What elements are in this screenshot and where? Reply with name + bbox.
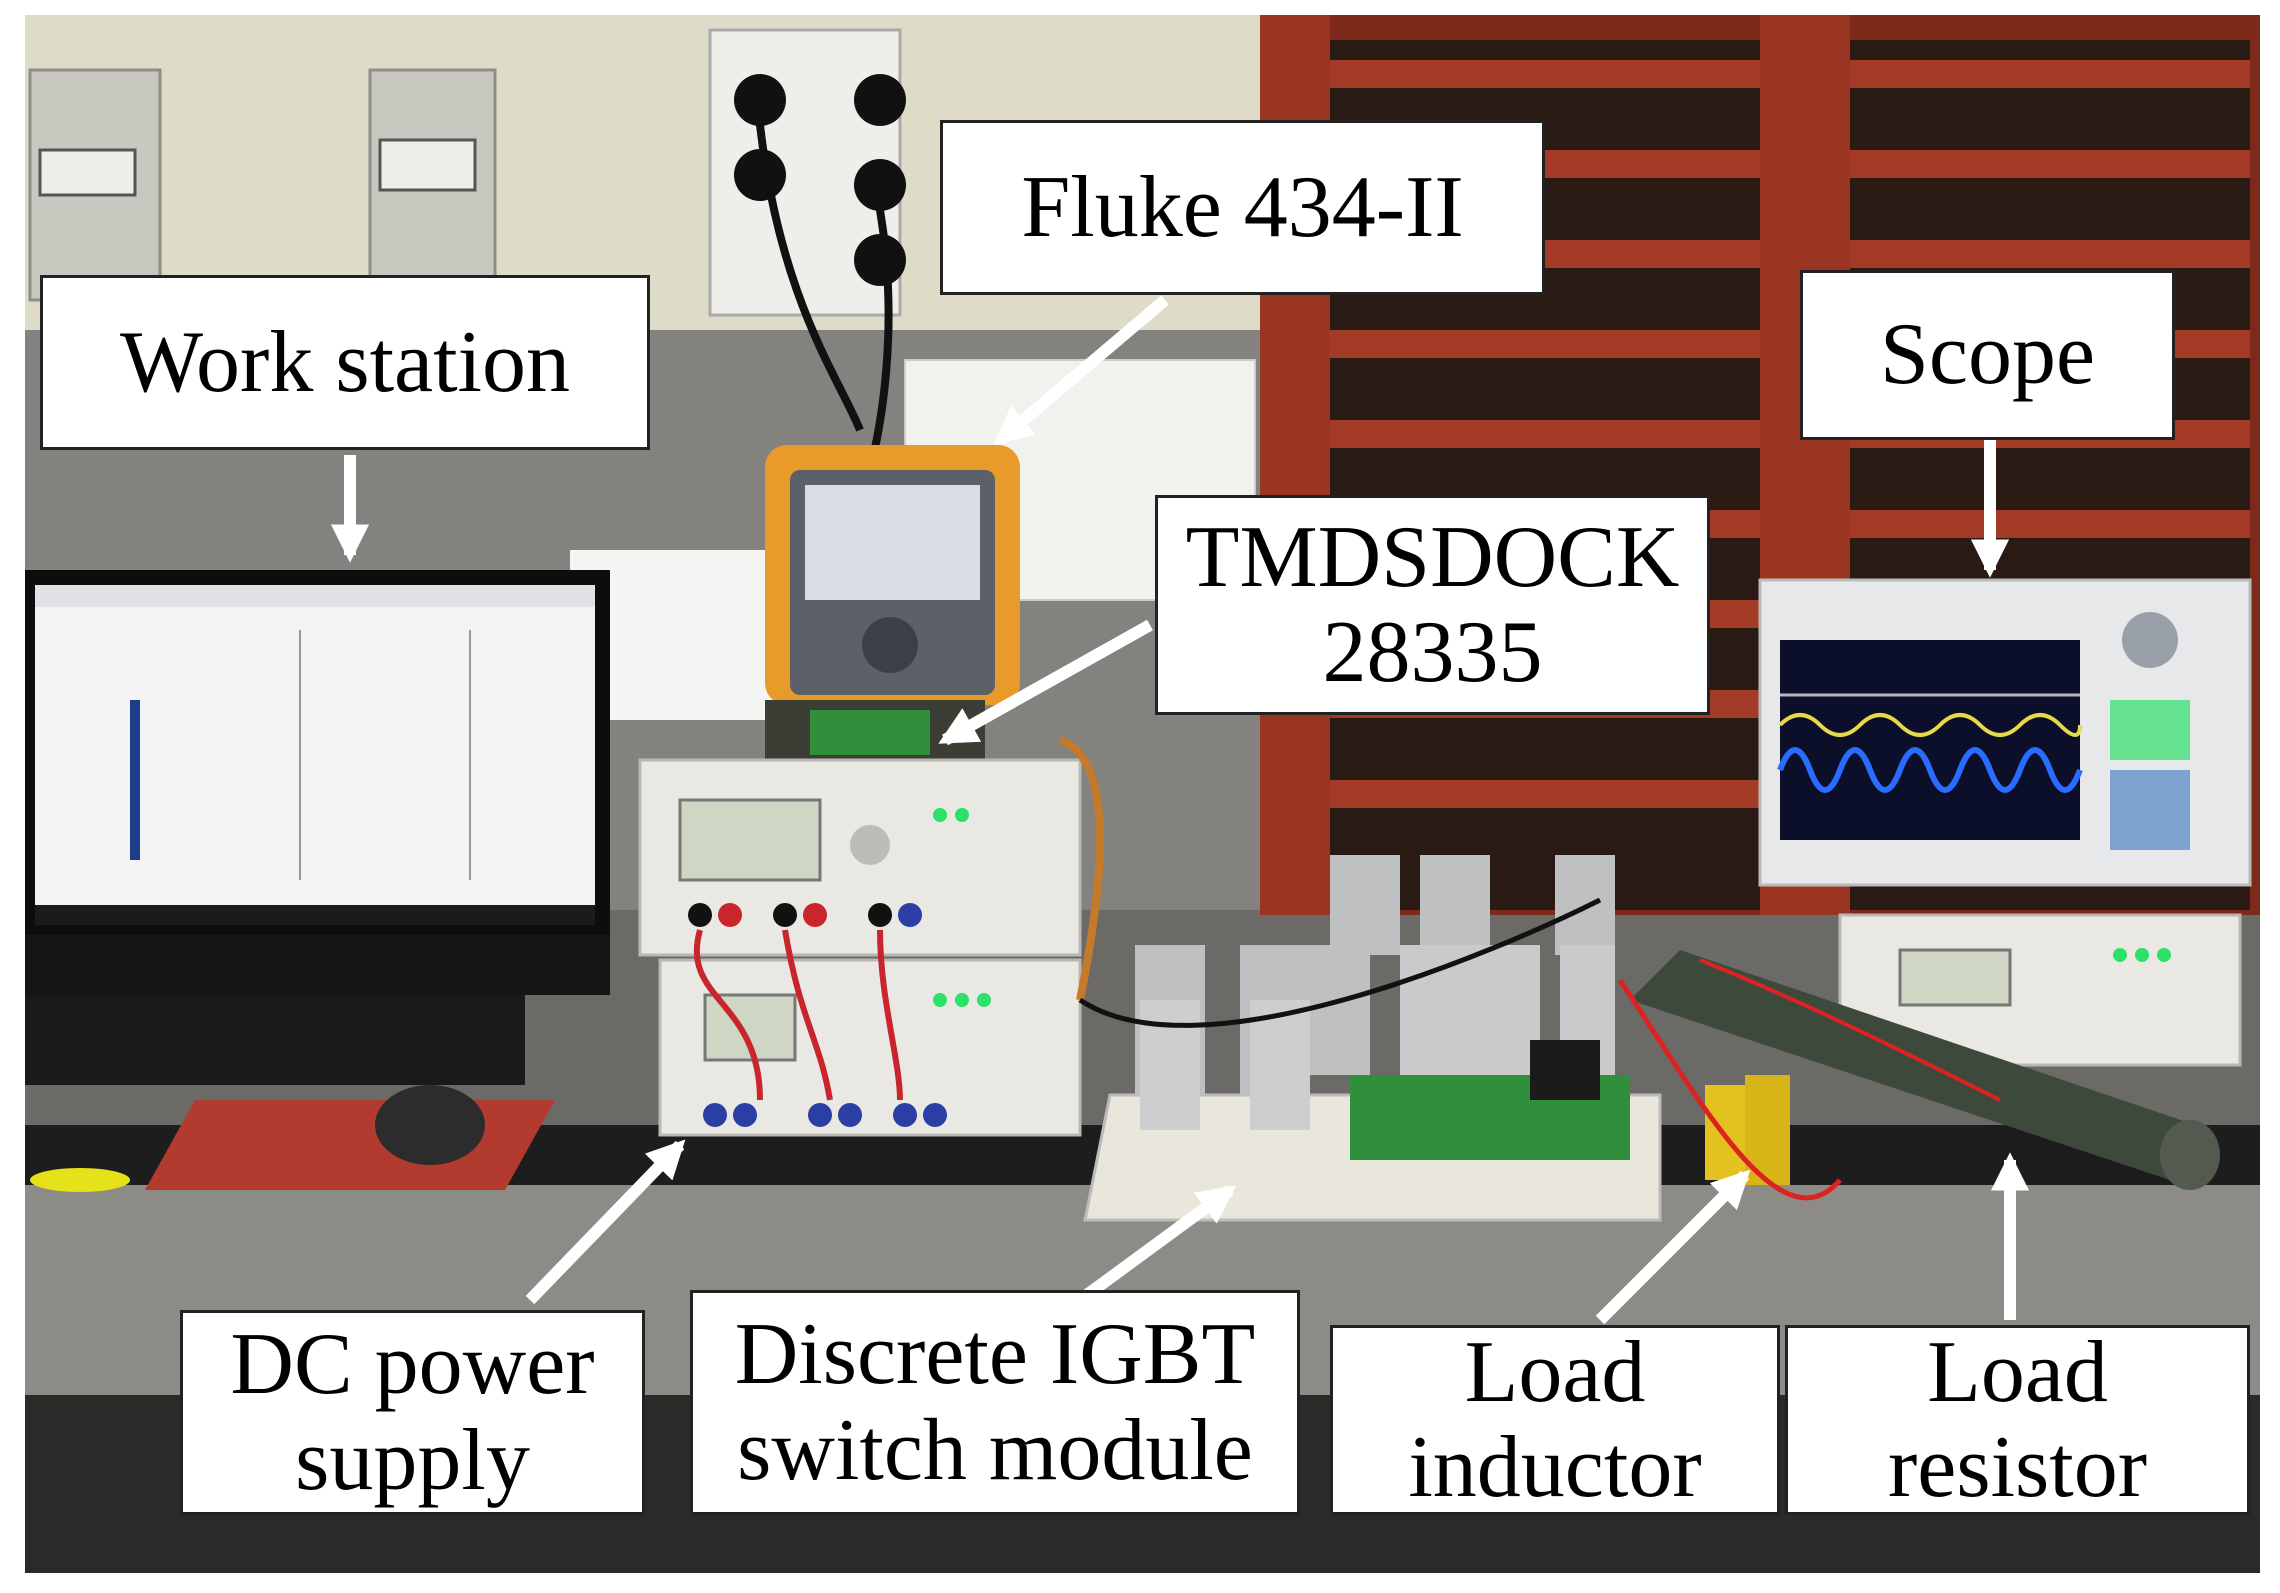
label-dc-power-line1: DC power	[230, 1316, 595, 1414]
label-tmdsdock: TMDSDOCK 28335	[1155, 495, 1710, 715]
label-work-station: Work station	[40, 275, 650, 450]
lab-supply-right	[1838, 913, 2242, 1067]
annotation-arrows	[330, 295, 2030, 1325]
label-dc-power-line2: supply	[295, 1411, 530, 1509]
label-igbt-module: Discrete IGBT switch module	[690, 1290, 1300, 1515]
label-scope-text: Scope	[1879, 306, 2096, 404]
socket-panel	[708, 28, 906, 471]
igbt-switch-module	[1083, 855, 1662, 1222]
label-igbt-line2: switch module	[737, 1401, 1253, 1499]
label-inductor-line1: Load	[1464, 1323, 1646, 1421]
label-resistor-line2: resistor	[1887, 1419, 2148, 1516]
label-inductor-line2: inductor	[1408, 1419, 1702, 1516]
fluke-analyzer	[765, 445, 1020, 705]
label-igbt-line1: Discrete IGBT	[734, 1306, 1256, 1404]
mouse	[375, 1085, 485, 1165]
dc-power-supply-lower	[658, 958, 1082, 1137]
label-fluke-text: Fluke 434-II	[1021, 158, 1464, 256]
oscilloscope	[1758, 578, 2252, 887]
label-load-resistor: Load resistor	[1785, 1325, 2250, 1515]
label-load-inductor: Load inductor	[1330, 1325, 1780, 1515]
label-tmdsdock-line1: TMDSDOCK	[1185, 508, 1680, 606]
breaker-boxes	[28, 68, 497, 302]
label-dc-power-supply: DC power supply	[180, 1310, 645, 1515]
load-resistor	[1630, 950, 2220, 1190]
label-resistor-line1: Load	[1927, 1323, 2108, 1421]
workstation-monitor	[25, 570, 610, 1085]
dc-power-supply-upper	[638, 758, 1082, 957]
label-work-station-text: Work station	[120, 313, 570, 411]
label-scope: Scope	[1800, 270, 2175, 440]
mouse-pad	[145, 1100, 555, 1190]
label-tmdsdock-line2: 28335	[1322, 604, 1543, 701]
label-fluke: Fluke 434-II	[940, 120, 1545, 295]
